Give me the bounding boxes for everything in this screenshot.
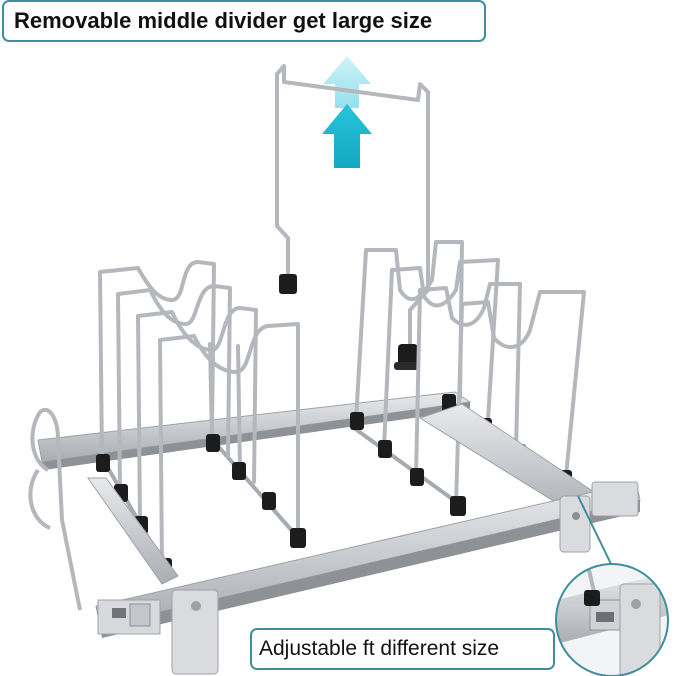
front-rail (95, 481, 641, 638)
front-bracket (171, 589, 219, 675)
front-bracket (559, 481, 639, 553)
left-divider-group (98, 260, 300, 570)
side-handle (30, 408, 82, 611)
divider-clip (279, 274, 297, 294)
divider-clip (398, 344, 418, 366)
right-divider-group (354, 240, 586, 506)
bottom-callout-label: Adjustable ft different size (250, 628, 555, 670)
zoom-detail (555, 563, 669, 676)
top-callout-label: Removable middle divider get large size (2, 0, 486, 42)
up-arrow-icon (322, 56, 372, 168)
side-rail (87, 477, 179, 585)
